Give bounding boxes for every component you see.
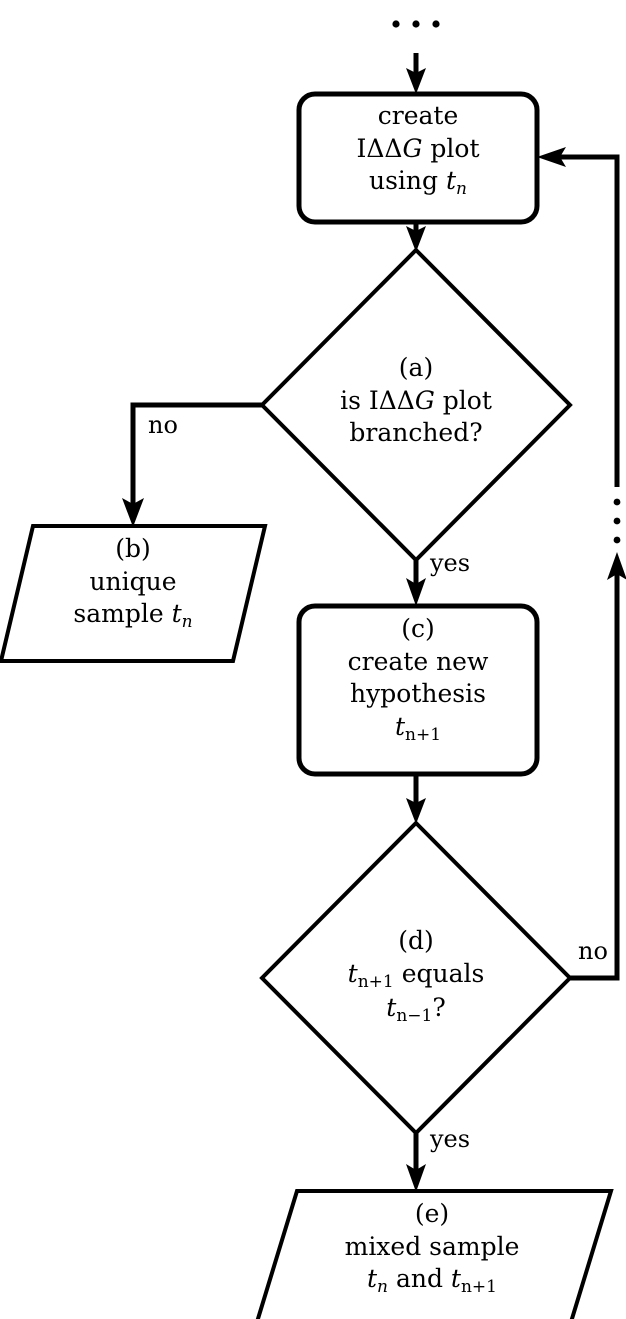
edge-decision-a-no-to-output-b	[122, 402, 264, 527]
edge-label-d-no: no	[578, 937, 608, 965]
edge-label-a-yes: yes	[430, 549, 471, 577]
decision-d-line1: tn+1 equals	[347, 958, 485, 992]
edge-decision-d-yes-to-output-e	[406, 1131, 426, 1192]
decision-a-line2: branched?	[349, 418, 483, 447]
output-b-tag: (b)	[115, 534, 151, 563]
output-e-line2: tn and tn+1	[367, 1264, 497, 1297]
create-hypothesis-c-line1: create new	[347, 646, 489, 676]
decision-d-text: (d) tn+1 equals tn−1?	[266, 925, 566, 1027]
decision-a-text: (a) is IΔΔG plot branched?	[266, 352, 566, 450]
create-plot-line1: create	[377, 101, 459, 130]
edge-decision-d-no-to-create-plot-feedback	[537, 147, 626, 981]
edge-create-hypothesis-c-to-decision-d	[406, 774, 426, 824]
create-hypothesis-c-text: (c) create new hypothesis tn+1	[299, 613, 537, 745]
top-continuation-dots-icon	[392, 20, 440, 28]
edge-top-into-create-plot	[406, 53, 426, 94]
output-e-text: (e) mixed sample tn and tn+1	[275, 1198, 589, 1298]
output-e-line1: mixed sample	[344, 1231, 520, 1261]
create-plot-text: create IΔΔG plot using tn	[299, 100, 537, 200]
create-hypothesis-c-line3: tn+1	[394, 711, 442, 745]
output-b-line1: unique	[89, 566, 177, 596]
decision-a-line1: is IΔΔG plot	[340, 385, 492, 415]
node-output-b-parallelogram	[0, 524, 268, 663]
node-output-e-parallelogram	[255, 1189, 614, 1319]
create-plot-line2: IΔΔG plot	[356, 133, 480, 163]
create-hypothesis-c-line2: hypothesis	[350, 679, 486, 708]
edge-create-plot-to-decision-a	[406, 222, 426, 252]
create-hypothesis-c-tag: (c)	[401, 614, 435, 643]
decision-d-line2: tn−1?	[386, 993, 446, 1027]
output-b-text: (b) unique sample tn	[24, 533, 242, 633]
output-b-line2: sample tn	[73, 599, 193, 632]
decision-d-tag: (d)	[398, 926, 434, 955]
edge-label-a-no: no	[148, 411, 178, 439]
output-e-tag: (e)	[414, 1199, 450, 1228]
edge-decision-a-yes-to-create-hypothesis-c	[406, 558, 426, 606]
decision-a-tag: (a)	[398, 353, 434, 382]
create-plot-line3: using tn	[369, 166, 467, 199]
edge-label-d-yes: yes	[430, 1125, 471, 1153]
